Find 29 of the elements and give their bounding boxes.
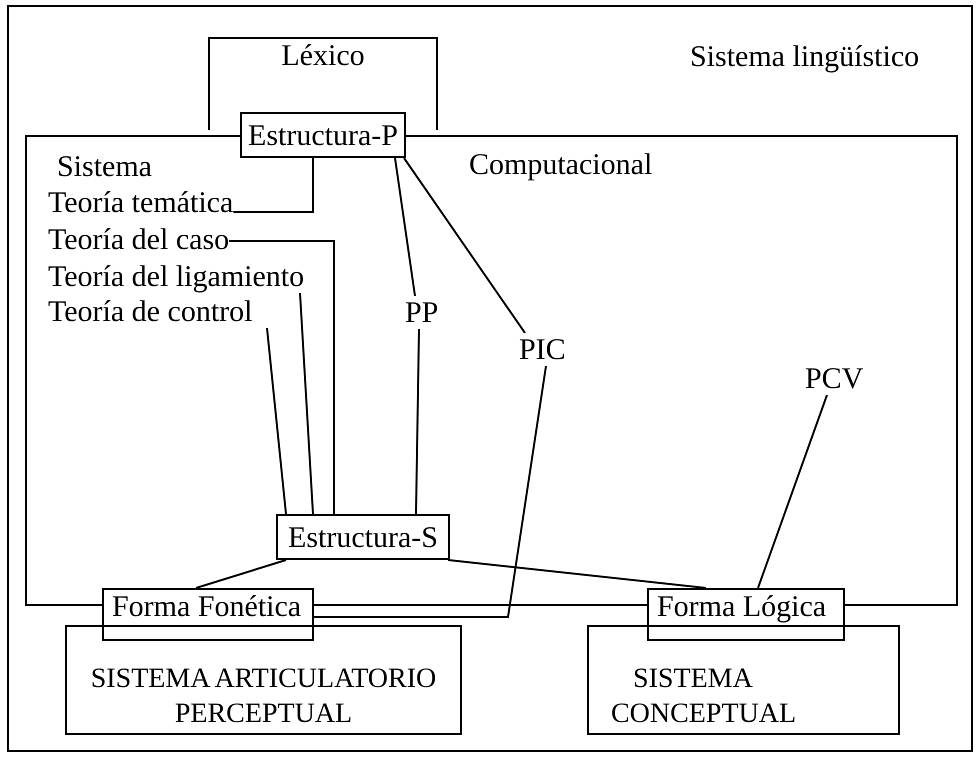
box-label: Estructura-P — [248, 118, 398, 152]
level-box — [647, 588, 845, 641]
connector-line — [757, 394, 828, 588]
connector-line — [196, 559, 286, 589]
connector-line — [314, 366, 547, 618]
system-title: Computacional — [469, 148, 652, 181]
connector-line — [233, 158, 314, 213]
level-box — [102, 588, 314, 641]
external-system-box — [587, 625, 900, 735]
external-system-box — [65, 625, 462, 735]
connector-line — [415, 328, 420, 514]
box-label: Forma Lógica — [657, 590, 826, 623]
box-label: SISTEMA ARTICULATORIO PERCEPTUAL — [90, 662, 438, 731]
connector-line — [229, 240, 335, 514]
connector-line — [448, 559, 706, 589]
connector-line — [394, 158, 416, 296]
connector-line — [299, 292, 314, 514]
box-label: Léxico — [281, 39, 365, 74]
system-title: Sistema lingüístico — [690, 40, 920, 73]
connector-line — [403, 157, 526, 334]
connector-line — [266, 328, 287, 514]
diagram-frame — [7, 5, 973, 752]
term-label: PIC — [519, 333, 566, 366]
box-label: Forma Fonética — [112, 590, 302, 623]
box-label: Estructura-S — [288, 520, 438, 554]
level-box — [276, 514, 450, 560]
level-box — [240, 112, 406, 158]
box-label: SISTEMA CONCEPTUAL — [611, 662, 798, 731]
system-title: Sistema — [57, 150, 152, 183]
